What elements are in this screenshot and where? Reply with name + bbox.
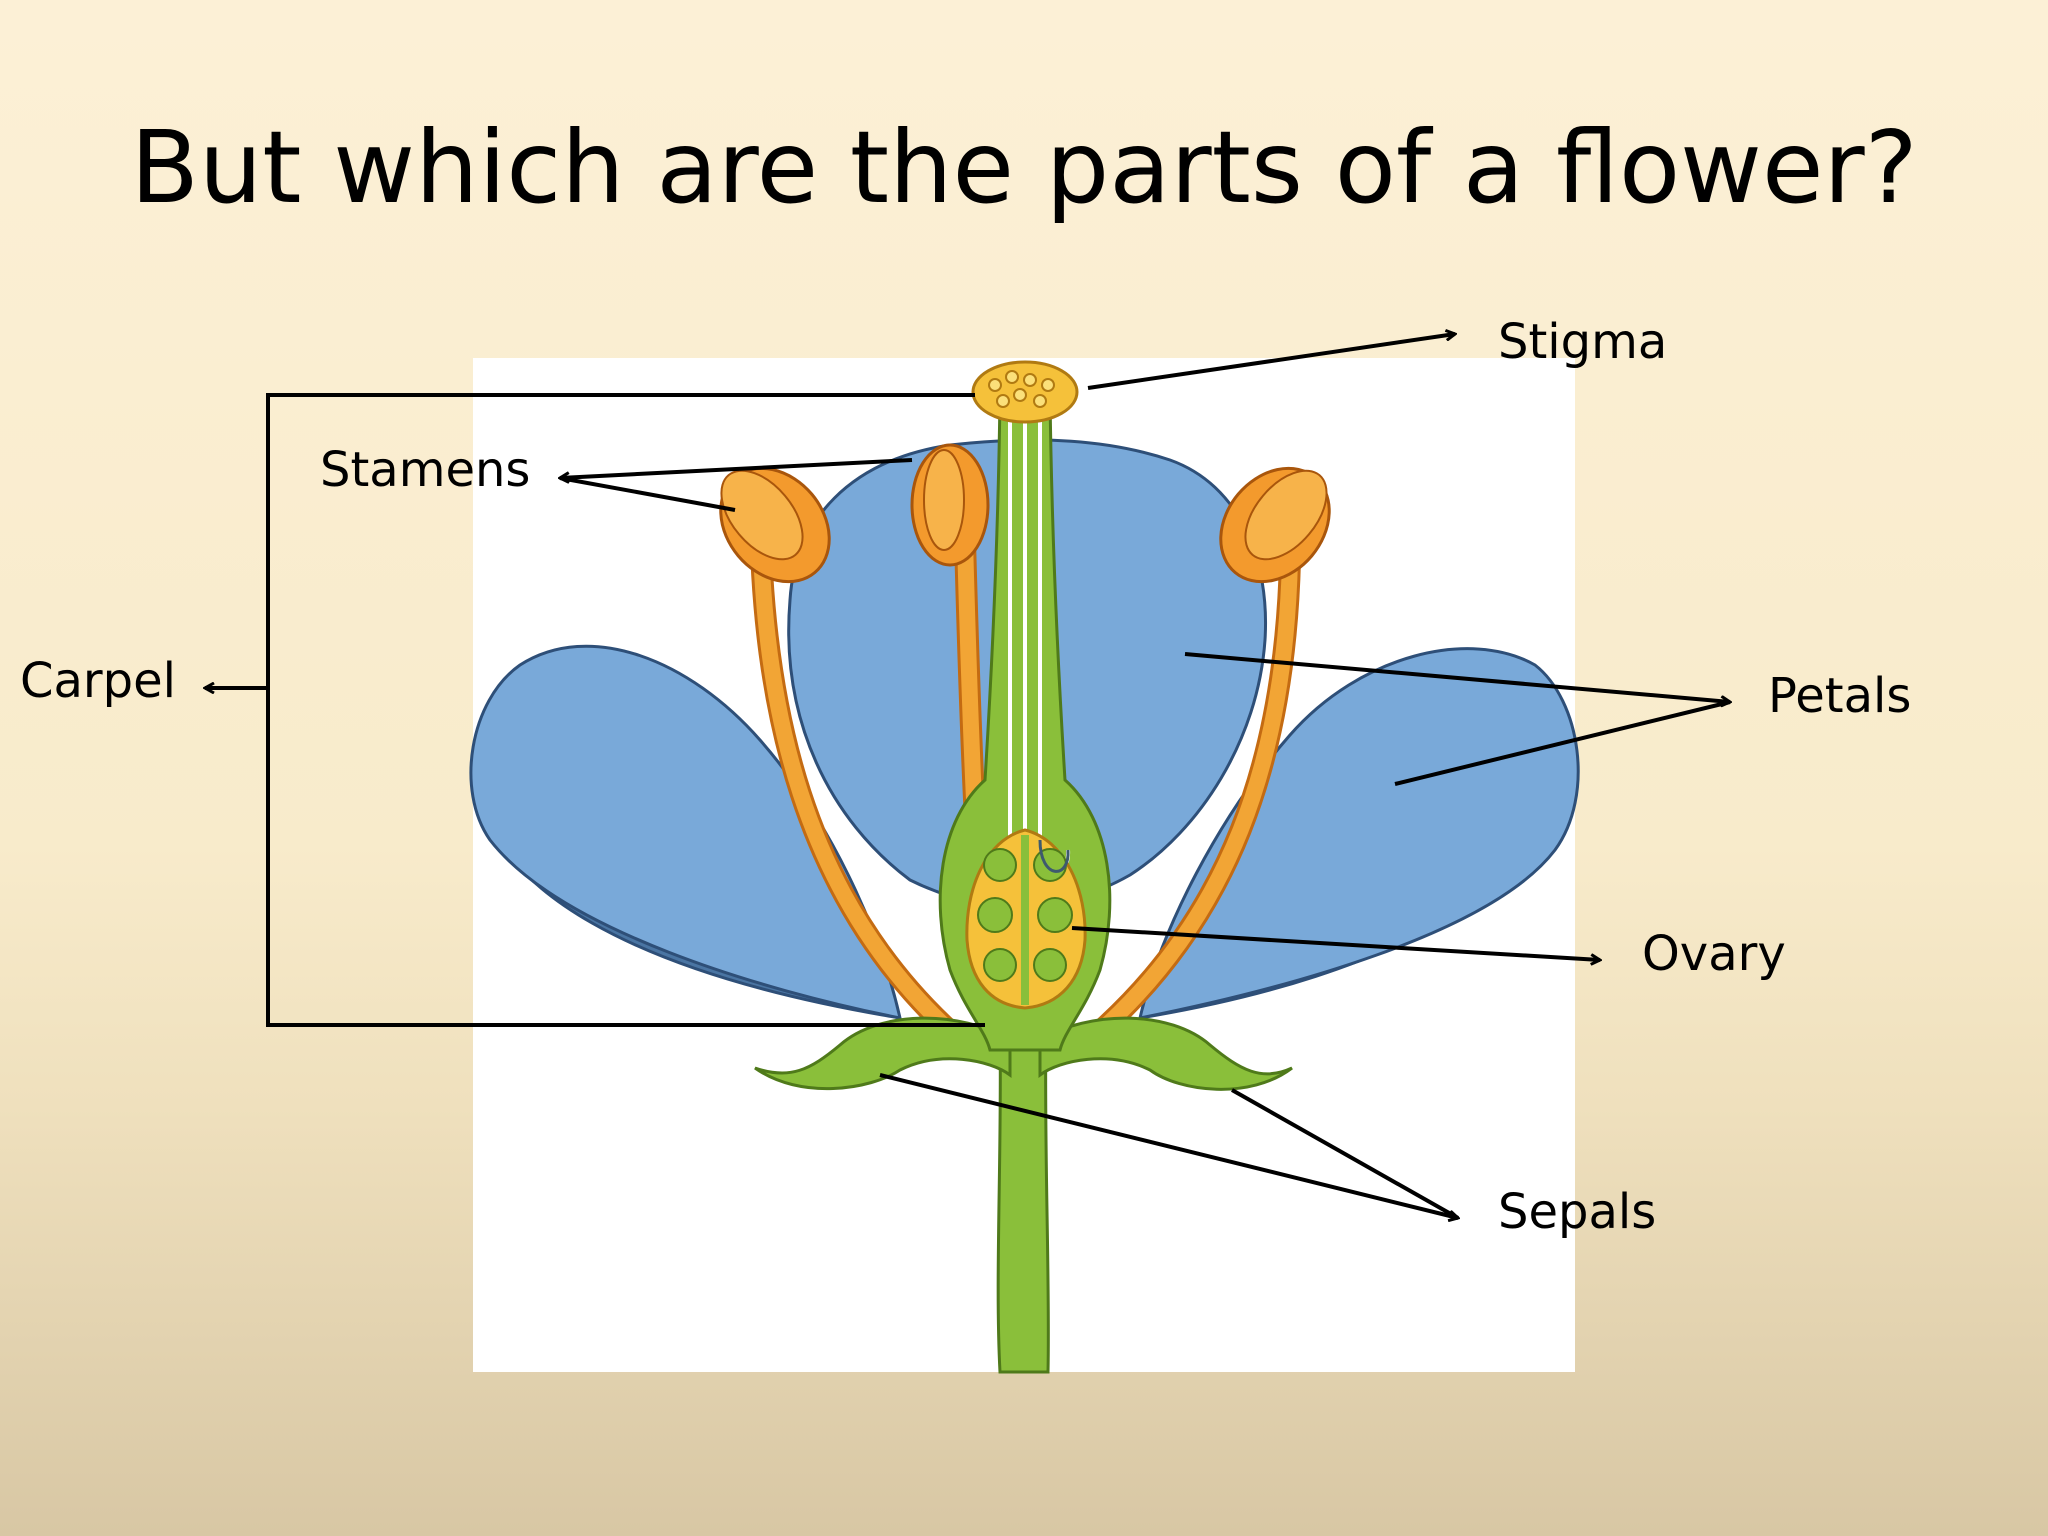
right-sepal: [1038, 1016, 1293, 1091]
pointer-lines: [205, 334, 1730, 1218]
sepals-pointer-1: [879, 1073, 1458, 1218]
carpel-bracket: [266, 393, 985, 1027]
stamens-group: [719, 443, 1331, 1051]
stigma-pointer: [1087, 334, 1455, 390]
label-stigma: Stigma: [1498, 314, 1668, 370]
ovules: [977, 848, 1073, 982]
petals-pointer-2: [1394, 700, 1731, 786]
right-petal: [1138, 647, 1580, 1020]
petals-pointer-1: [1184, 652, 1730, 702]
label-sepals: Sepals: [1498, 1184, 1657, 1240]
stem: [996, 1028, 1050, 1374]
ovary-pointer: [1071, 926, 1600, 960]
page-title: But which are the parts of a flower?: [130, 109, 1918, 226]
stamens-pointer-1: [560, 458, 913, 478]
label-ovary: Ovary: [1642, 926, 1786, 982]
stem-and-carpel: [754, 360, 1293, 1374]
sepals-pointer-2: [1231, 1088, 1459, 1220]
label-stamens: Stamens: [320, 442, 531, 498]
label-carpel: Carpel: [20, 653, 176, 709]
label-petals: Petals: [1768, 668, 1912, 724]
stamens-pointer-2: [559, 476, 736, 512]
left-sepal: [754, 1016, 1012, 1091]
